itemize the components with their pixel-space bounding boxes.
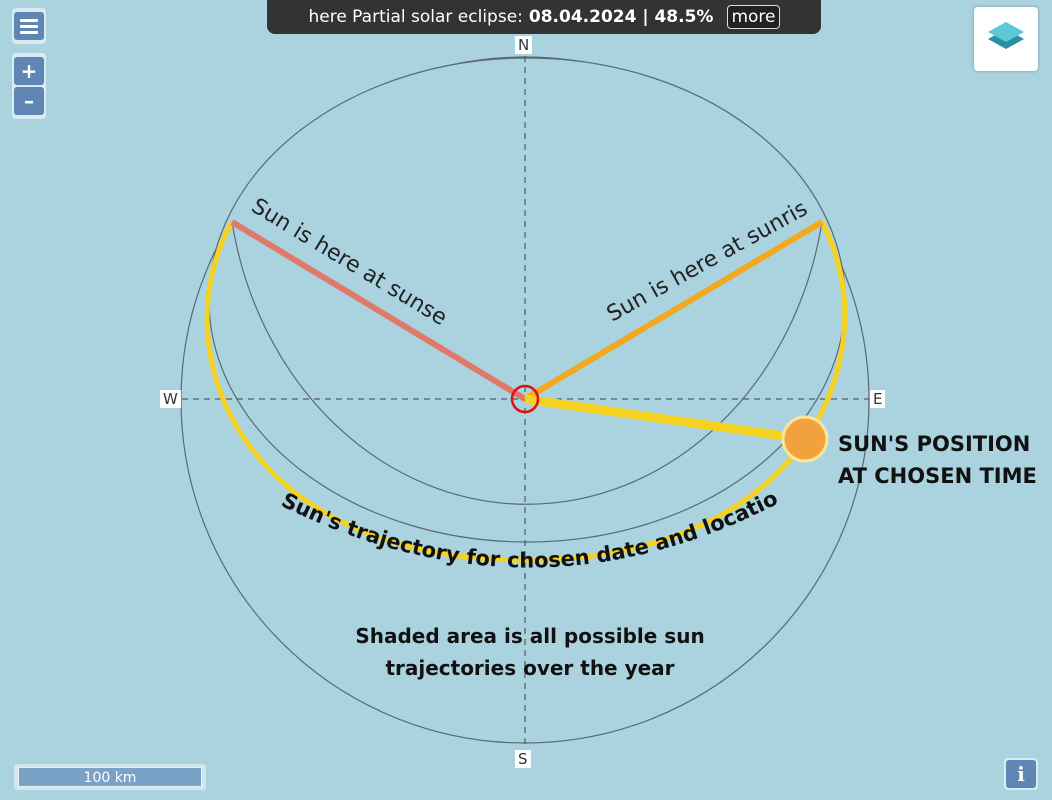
info-icon: i bbox=[1006, 760, 1036, 788]
inner-ellipse bbox=[208, 57, 846, 543]
sunset-line bbox=[230, 219, 527, 402]
sun-trajectory bbox=[204, 220, 848, 563]
shaded-line2: trajectories over the year bbox=[385, 656, 675, 680]
scale-control: 100 km bbox=[14, 764, 206, 790]
sun-position-line2: AT CHOSEN TIME bbox=[838, 464, 1037, 488]
banner-date: 08.04.2024 | 48.5% bbox=[528, 7, 714, 27]
zoom-in-button[interactable]: + bbox=[14, 57, 44, 85]
menu-button[interactable] bbox=[14, 12, 44, 40]
info-button[interactable]: i bbox=[1004, 758, 1038, 790]
sunrise-line bbox=[523, 219, 824, 402]
layers-icon bbox=[988, 22, 1024, 49]
zoom-out-button[interactable]: – bbox=[14, 87, 44, 115]
west-label: W bbox=[160, 390, 181, 408]
more-button[interactable]: more bbox=[727, 5, 780, 29]
sun-marker bbox=[781, 415, 829, 463]
shaded-edge bbox=[231, 221, 823, 505]
north-label: N bbox=[515, 36, 533, 54]
sun-ray bbox=[524, 394, 806, 444]
banner-prefix: here Partial solar eclipse: bbox=[308, 7, 523, 27]
east-label: E bbox=[870, 390, 886, 408]
south-label: S bbox=[515, 750, 531, 768]
scale-bar: 100 km bbox=[18, 767, 202, 787]
sun-position-label: SUN'S POSITION AT CHOSEN TIME bbox=[838, 428, 1037, 492]
shaded-area-label: Shaded area is all possible sun trajecto… bbox=[340, 620, 720, 684]
menu-icon bbox=[20, 16, 38, 37]
menu-control bbox=[12, 8, 46, 44]
shaded-line1: Shaded area is all possible sun bbox=[355, 624, 705, 648]
zoom-control: + – bbox=[12, 53, 46, 119]
location-marker bbox=[510, 384, 540, 414]
eclipse-banner: here Partial solar eclipse: 08.04.2024 |… bbox=[267, 0, 821, 34]
sun-position-line1: SUN'S POSITION bbox=[838, 432, 1031, 456]
layers-button[interactable] bbox=[974, 7, 1038, 71]
